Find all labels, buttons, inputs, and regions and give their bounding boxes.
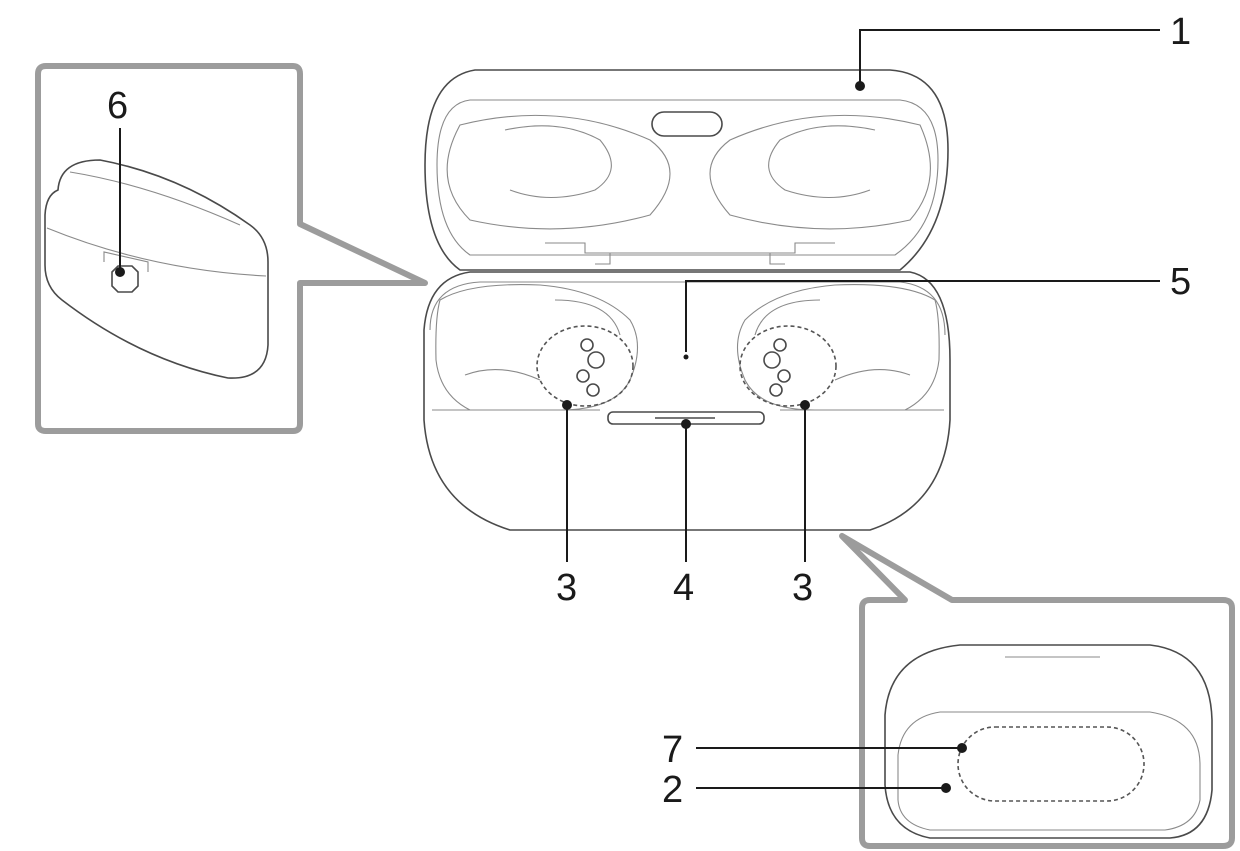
- inset-bottom-view: [839, 533, 1235, 849]
- left-contact-pins: [576, 338, 605, 397]
- leader-lines: [115, 29, 1160, 793]
- right-contact-pins: [763, 338, 791, 397]
- charging-case-open: [423, 69, 951, 531]
- callout-3-contact-left: 3: [556, 567, 577, 609]
- callout-1-lid: 1: [1170, 11, 1191, 53]
- callout-6-usb-port: 6: [107, 85, 128, 127]
- callout-3-contact-right: 3: [792, 567, 813, 609]
- callout-2-bottom: 2: [662, 769, 683, 811]
- inset-usb-port-view: [35, 63, 428, 434]
- callout-7-nfc: 7: [662, 729, 683, 771]
- callout-5-sensor: 5: [1170, 261, 1191, 303]
- callout-4-indicator: 4: [673, 567, 694, 609]
